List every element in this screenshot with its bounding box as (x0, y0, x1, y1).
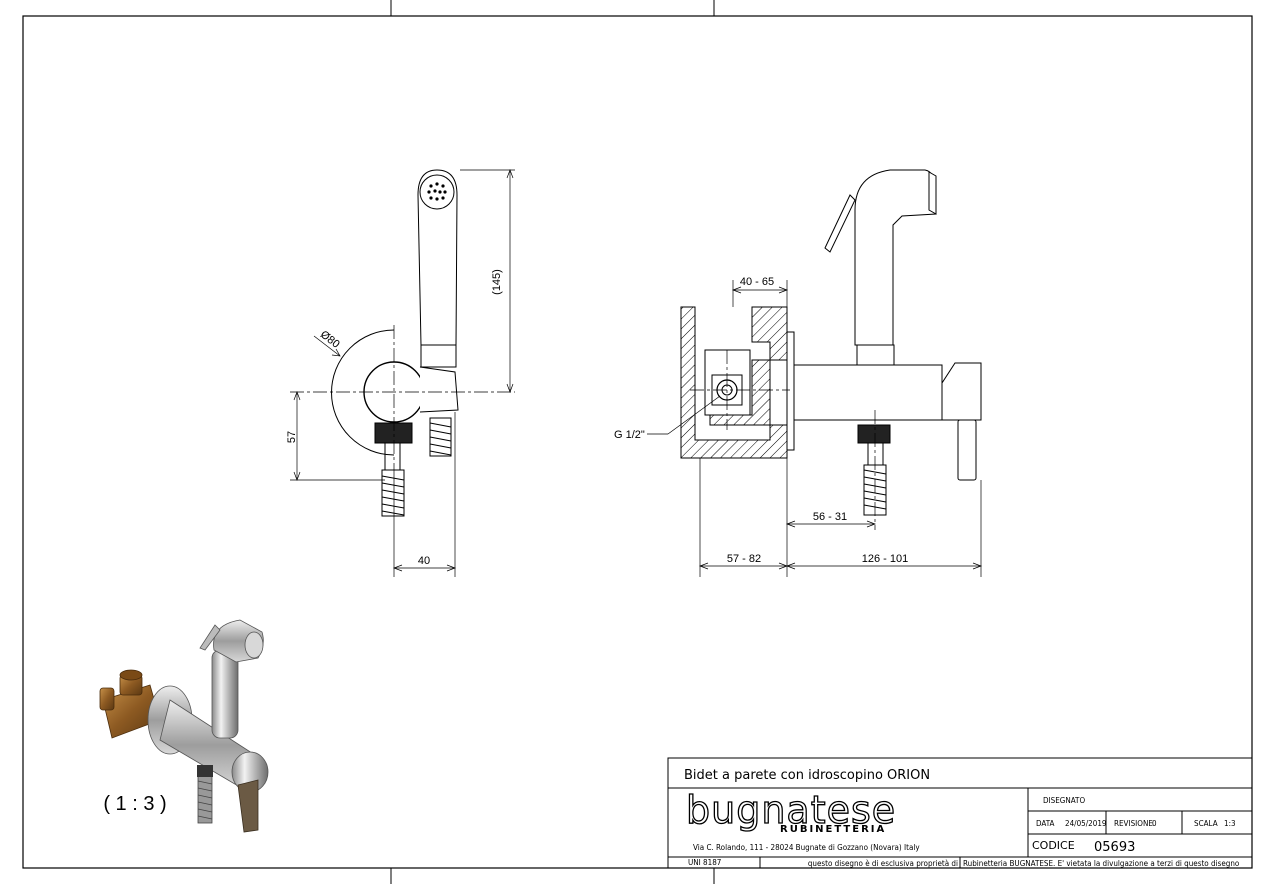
logo-bugnatese: bugnatese (686, 788, 896, 832)
dim-thread: G 1/2" (614, 429, 645, 441)
codice-value: 05693 (1094, 840, 1135, 855)
dim-126-101: 126 - 101 (862, 553, 908, 565)
scala-value: 1:3 (1224, 819, 1236, 828)
spring-hose (381, 475, 405, 516)
product-render (99, 619, 269, 833)
dim-57-82: 57 - 82 (727, 553, 761, 565)
dim-56-31: 56 - 31 (813, 511, 847, 523)
data-value: 24/05/2019 (1065, 819, 1107, 828)
disclaimer-part-1: questo disegno è di esclusiva proprietà … (808, 858, 958, 868)
disclaimer-part-2: Rubinetteria BUGNATESE. E' vietata la di… (963, 859, 1240, 868)
revisione-value: 0 (1152, 819, 1157, 828)
spring-right (429, 422, 452, 456)
dim-40-65: 40 - 65 (740, 276, 774, 288)
spray-holes (427, 182, 447, 201)
revisione-label: REVISIONE (1114, 819, 1153, 828)
company-address: Via C. Rolando, 111 - 28024 Bugnate di G… (693, 843, 920, 852)
sheet-frame (22, 0, 1253, 884)
side-section-view (647, 169, 982, 577)
title-block-text: Bidet a parete con idroscopino ORION bug… (684, 768, 1240, 868)
drawing-title: Bidet a parete con idroscopino ORION (684, 768, 930, 783)
logo-rubinetteria: RUBINETTERIA (780, 824, 886, 835)
front-view (290, 169, 515, 577)
dim-57: 57 (286, 431, 298, 443)
render-scale-label: ( 1 : 3 ) (103, 793, 166, 815)
codice-label: CODICE (1032, 839, 1075, 852)
disegnato-label: DISEGNATO (1043, 796, 1085, 805)
data-label: DATA (1036, 819, 1054, 828)
scala-label: SCALA (1194, 819, 1218, 828)
side-view-labels: 40 - 65 G 1/2" 56 - 31 57 - 82 126 - 101 (614, 276, 908, 565)
dim-diameter-80: Ø80 (318, 329, 342, 351)
dim-145: (145) (491, 269, 503, 295)
title-block (667, 757, 1253, 869)
uni-standard: UNI 8187 (688, 858, 721, 867)
dim-40: 40 (418, 555, 430, 567)
